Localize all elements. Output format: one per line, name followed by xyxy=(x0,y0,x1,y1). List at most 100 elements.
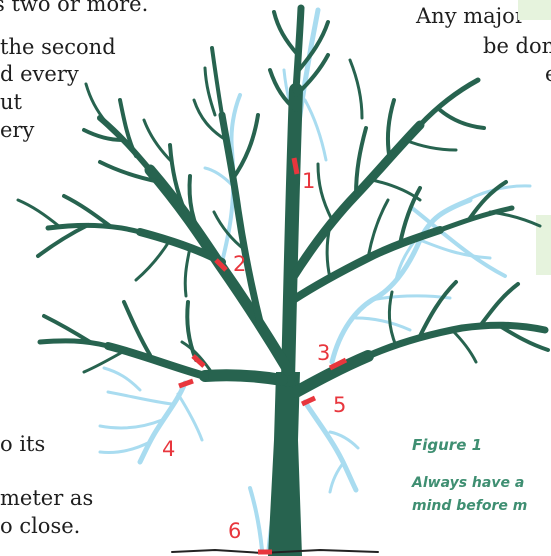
scaffold-lower-right xyxy=(290,350,374,398)
scaffold-inner-left-twig-b xyxy=(192,98,228,142)
scaffold-ul-twig-g xyxy=(84,82,108,124)
scaffold-upper-right xyxy=(286,120,425,285)
scaffold-lower-left-tip xyxy=(37,338,111,349)
scaffold-lr-twig-e xyxy=(450,328,478,364)
scaffold-mr-twig-c xyxy=(366,198,390,260)
scaffold-mid-right-tip xyxy=(437,205,515,233)
leader-twig-top-left xyxy=(272,10,300,57)
removed-branch-4-twig-e xyxy=(102,366,142,392)
leader-twig-mid-right xyxy=(294,53,330,97)
figure-caption-line-2: mind before m xyxy=(412,498,528,514)
scaffold-ul-twig-d xyxy=(142,118,174,164)
scaffold-mid-left xyxy=(136,228,226,266)
scaffold-ll-twig-d xyxy=(82,348,128,374)
body-text-left-line-3: d every xyxy=(0,62,79,86)
scaffold-lr-twig-b xyxy=(478,282,520,328)
body-text-right-line-2: be don xyxy=(483,34,551,58)
body-text-left-line-7: meter as xyxy=(0,486,94,510)
scaffold-mr-twig-d xyxy=(488,210,542,228)
scaffold-ll-twig-e xyxy=(180,340,212,372)
background-accent-top xyxy=(518,0,551,20)
scaffold-ur-twig-d xyxy=(316,162,334,222)
removed-branch-1-twig xyxy=(303,98,328,162)
figure-caption-title: Figure 1 xyxy=(412,436,483,454)
scaffold-ll-twig-c xyxy=(42,314,92,344)
body-text-right-line-1: Any major xyxy=(416,4,525,28)
scaffold-ml-twig-a xyxy=(62,194,112,228)
removed-branch-3-twig-a xyxy=(370,294,452,302)
scaffold-ur-twig-e xyxy=(403,138,458,152)
background-accent-right xyxy=(536,215,551,275)
scaffold-ml-twig-b xyxy=(36,223,90,258)
scaffold-mr-twig-e xyxy=(325,224,332,280)
scaffold-ul-twig-f xyxy=(98,160,162,184)
scaffold-ul-twig-h xyxy=(203,66,217,117)
cut-label-5: 5 xyxy=(333,393,346,417)
body-text-right-line-3: e xyxy=(545,60,551,88)
cut-mark-1 xyxy=(291,157,300,175)
cut-mark-4 xyxy=(178,378,194,389)
body-text-left-line-2: the second xyxy=(0,35,116,59)
scaffold-ll-twig-b xyxy=(122,300,152,357)
scaffold-ur-twig-a xyxy=(354,126,368,197)
central-leader xyxy=(281,83,303,387)
leader-twig-top-right xyxy=(297,20,330,72)
removed-branch-4-twig-a xyxy=(106,390,174,406)
scaffold-mr-twig-b xyxy=(468,180,508,220)
cut-mark-5 xyxy=(300,395,317,407)
tree xyxy=(16,4,550,556)
scaffold-ul-twig-b xyxy=(82,128,124,142)
scaffold-upper-left xyxy=(144,164,294,376)
trunk xyxy=(268,372,302,556)
removed-branch-4-twig-d xyxy=(98,440,152,454)
body-text-left-line-8: o close. xyxy=(0,514,81,538)
scaffold-mid-left-tip xyxy=(45,222,143,235)
scaffold-ml-twig-c xyxy=(134,238,172,282)
scaffold-lr-twig-d xyxy=(387,290,398,348)
scaffold-ur-twig-c xyxy=(438,108,486,130)
cut-label-6: 6 xyxy=(228,519,241,543)
removed-branch-3-twig-b xyxy=(354,316,412,332)
removed-sucker xyxy=(248,486,264,552)
scaffold-inner-left-twig-c xyxy=(212,210,247,252)
cut-marks xyxy=(178,157,348,555)
scaffold-ul-twig-a xyxy=(118,98,138,158)
cut-label-4: 4 xyxy=(162,437,175,461)
scaffold-ml-twig-e xyxy=(183,246,192,298)
leader-twig-mid-left xyxy=(268,68,298,112)
cut-label-3: 3 xyxy=(317,341,330,365)
scaffold-ml-twig-d xyxy=(16,198,62,229)
removed-branch-2-twig xyxy=(203,166,234,187)
cut-mark-4b xyxy=(191,354,206,368)
scaffold-mr-twig-a xyxy=(398,186,422,246)
scaffold-ul-twig-c xyxy=(168,143,188,216)
scaffold-inner-left xyxy=(218,111,266,334)
removed-branch-5 xyxy=(302,399,359,493)
removed-branches xyxy=(98,7,532,552)
removed-branch-4-twig-c xyxy=(176,392,204,442)
cut-mark-2 xyxy=(214,258,228,272)
body-text-left-line-5: ery xyxy=(0,118,35,142)
scaffold-lr-twig-c xyxy=(498,324,550,352)
scaffold-ur-twig-f xyxy=(370,178,422,202)
scaffold-ul-twig-e xyxy=(187,174,207,247)
cut-mark-3 xyxy=(328,357,348,371)
removed-branch-4-twig-b xyxy=(98,418,164,430)
scaffold-inner-left-tip xyxy=(210,46,224,117)
central-leader-top xyxy=(292,4,305,94)
removed-branch-5-twig-a xyxy=(328,430,360,450)
scaffold-lr-twig-a xyxy=(418,280,458,338)
removed-branch-3-twig-c xyxy=(418,238,492,260)
body-text-left-line-4: ut xyxy=(0,90,22,114)
cut-label-1: 1 xyxy=(302,169,315,193)
scaffold-lower-left-b xyxy=(104,342,209,380)
removed-branch-5-twig-b xyxy=(328,460,346,494)
cut-label-2: 2 xyxy=(233,252,246,276)
scaffold-ur-twig-g xyxy=(348,58,364,120)
scaffold-lower-left xyxy=(199,369,288,386)
removed-branch-3 xyxy=(329,197,473,365)
scaffold-ur-twig-b xyxy=(385,98,396,162)
body-text-left-line-6: o its xyxy=(0,432,46,456)
scaffold-inner-left-twig xyxy=(230,113,260,182)
removed-branch-right xyxy=(410,206,507,278)
